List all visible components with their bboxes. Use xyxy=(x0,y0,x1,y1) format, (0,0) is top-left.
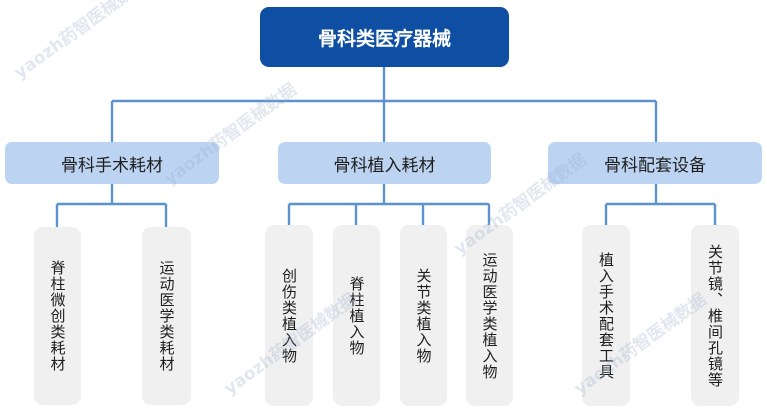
leaf-label: 创伤类植入物 xyxy=(280,267,298,364)
leaf-label: 脊柱微创类耗材 xyxy=(48,260,67,372)
leaf-label: 运动医学类植入物 xyxy=(480,251,499,380)
leaf-label: 关节镜、椎间孔镜等 xyxy=(706,243,724,388)
leaf-label: 植入手术配套工具 xyxy=(597,251,615,380)
category-node-supporting-equipment: 骨科配套设备 xyxy=(548,142,762,184)
leaf-label: 脊柱植入物 xyxy=(347,275,366,356)
leaf-node: 运动医学类耗材 xyxy=(142,227,191,405)
category-node-implant-consumables: 骨科植入耗材 xyxy=(278,142,491,184)
leaf-label: 关节类植入物 xyxy=(414,267,433,364)
leaf-node: 植入手术配套工具 xyxy=(582,225,630,406)
category-label: 骨科植入耗材 xyxy=(333,155,436,176)
leaf-node: 关节类植入物 xyxy=(400,225,447,406)
category-node-surgical-consumables: 骨科手术耗材 xyxy=(5,142,219,184)
leaf-node: 关节镜、椎间孔镜等 xyxy=(691,225,739,406)
leaf-node: 运动医学类植入物 xyxy=(466,225,513,406)
leaf-node: 脊柱植入物 xyxy=(333,225,380,406)
category-label: 骨科配套设备 xyxy=(604,155,706,176)
root-node: 骨科类医疗器械 xyxy=(260,7,509,67)
leaf-node: 脊柱微创类耗材 xyxy=(34,227,81,405)
leaf-label: 运动医学类耗材 xyxy=(157,260,176,372)
category-label: 骨科手术耗材 xyxy=(61,155,163,176)
root-label: 骨科类医疗器械 xyxy=(317,27,451,50)
leaf-node: 创伤类植入物 xyxy=(265,225,313,406)
